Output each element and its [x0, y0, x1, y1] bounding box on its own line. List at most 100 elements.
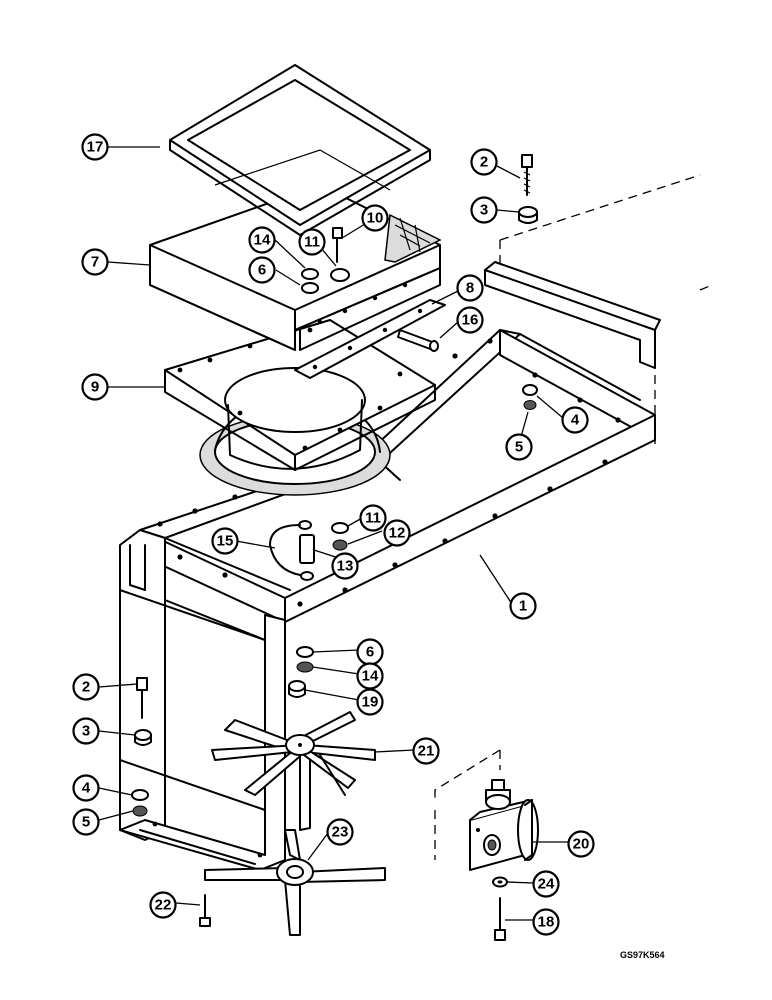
callout-number: 20	[573, 836, 590, 853]
frame-nuts-lower	[288, 646, 314, 698]
callout-4: 4	[561, 406, 589, 434]
hydraulic-motor	[469, 779, 539, 871]
callout-11: 11	[359, 504, 387, 532]
callout-number: 9	[91, 379, 99, 396]
frame-holes	[157, 338, 621, 607]
callout-2: 2	[72, 673, 100, 701]
motor-bolt	[492, 876, 508, 941]
callout-circle	[72, 774, 100, 802]
ground-strap	[269, 520, 349, 581]
callout-13: 13	[331, 552, 359, 580]
callout-number: 17	[87, 139, 104, 156]
box-nut-small	[301, 268, 350, 294]
callout-number: 7	[91, 254, 99, 271]
callout-circle	[509, 592, 537, 620]
callout-3: 3	[72, 717, 100, 745]
callout-15: 15	[211, 527, 239, 555]
box-bolt	[332, 227, 343, 263]
callout-circle	[331, 552, 359, 580]
callout-21: 21	[412, 737, 440, 765]
callout-12: 12	[383, 519, 411, 547]
callout-5: 5	[505, 433, 533, 461]
callout-number: 11	[304, 234, 320, 251]
callout-number: 4	[82, 780, 91, 797]
callout-circle	[149, 891, 177, 919]
callout-number: 18	[538, 914, 555, 931]
callout-number: 22	[155, 897, 172, 914]
callout-number: 16	[462, 312, 479, 329]
frame-nut-right	[522, 384, 538, 410]
callout-number: 3	[480, 202, 488, 219]
callout-18: 18	[532, 908, 560, 936]
callout-8: 8	[456, 274, 484, 302]
callout-circle	[81, 133, 109, 161]
callout-circle	[561, 406, 589, 434]
callout-circle	[72, 808, 100, 836]
callout-circle	[248, 226, 276, 254]
callout-circle	[567, 830, 595, 858]
callout-number: 10	[367, 210, 384, 227]
callout-circle	[359, 504, 387, 532]
main-frame	[139, 329, 656, 623]
callout-6: 6	[356, 638, 384, 666]
bolt-top	[521, 154, 533, 196]
callout-number: 23	[332, 824, 349, 841]
callout-17: 17	[81, 133, 109, 161]
callout-number: 2	[480, 154, 488, 171]
callout-10: 10	[361, 204, 389, 232]
callout-5: 5	[72, 808, 100, 836]
callout-number: 3	[82, 723, 90, 740]
callout-23: 23	[326, 818, 354, 846]
callout-circle	[361, 204, 389, 232]
callout-circle	[456, 306, 484, 334]
callout-circle	[211, 527, 239, 555]
callout-19: 19	[356, 688, 384, 716]
callout-11: 11	[298, 228, 326, 256]
callout-number: 8	[466, 280, 474, 297]
callout-number: 5	[515, 439, 523, 456]
fan-spider	[204, 829, 386, 936]
callout-3: 3	[470, 196, 498, 224]
filter-frame	[169, 64, 431, 236]
callout-20: 20	[567, 830, 595, 858]
callout-1: 1	[509, 592, 537, 620]
plate-holes	[177, 327, 403, 451]
callout-number: 6	[258, 262, 266, 279]
callout-4: 4	[72, 774, 100, 802]
screw-22	[199, 894, 211, 927]
callout-number: 6	[366, 644, 374, 661]
callout-number: 19	[362, 694, 379, 711]
callout-number: 5	[82, 814, 90, 831]
callout-circle	[412, 737, 440, 765]
callout-circle	[456, 274, 484, 302]
callout-9: 9	[81, 373, 109, 401]
spacer-top	[518, 206, 538, 224]
callout-circle	[356, 688, 384, 716]
mounting-plate	[164, 319, 436, 471]
callout-circle	[470, 196, 498, 224]
callout-circle	[298, 228, 326, 256]
callout-14: 14	[356, 662, 384, 690]
drain-tube	[397, 329, 439, 352]
callout-circle	[383, 519, 411, 547]
callout-22: 22	[149, 891, 177, 919]
callout-circle	[470, 148, 498, 176]
callout-circle	[72, 673, 100, 701]
callout-circle	[532, 908, 560, 936]
fan-assembly	[211, 711, 376, 831]
callout-circle	[248, 256, 276, 284]
callout-circle	[326, 818, 354, 846]
callout-circle	[81, 373, 109, 401]
drawing-reference-code: GS97K564	[620, 950, 665, 960]
callout-7: 7	[81, 248, 109, 276]
callout-16: 16	[456, 306, 484, 334]
callout-6: 6	[248, 256, 276, 284]
callout-number: 15	[217, 533, 234, 550]
callout-number: 1	[519, 598, 527, 615]
callout-circle	[505, 433, 533, 461]
callout-number: 14	[362, 668, 379, 685]
callout-circle	[532, 870, 560, 898]
callout-circle	[72, 717, 100, 745]
